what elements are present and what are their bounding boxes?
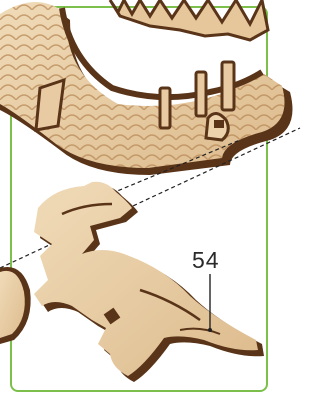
- assembled-head-part: [0, 0, 293, 175]
- tongue-part: [34, 182, 264, 382]
- part-number-label: 54: [192, 247, 220, 274]
- small-side-part: [0, 267, 31, 344]
